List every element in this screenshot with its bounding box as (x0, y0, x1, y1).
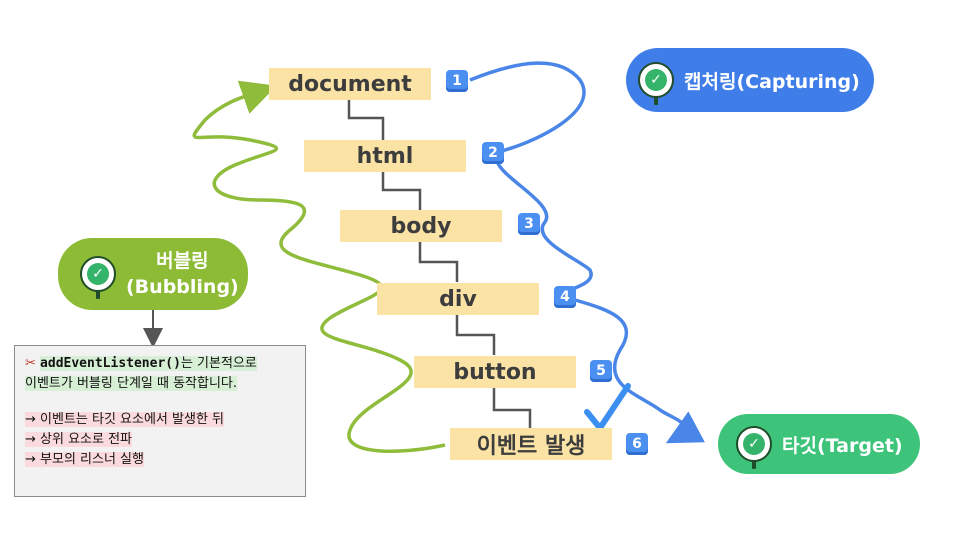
node-div: div (377, 283, 539, 315)
step-badge-2: 2 (482, 142, 504, 164)
step-badge-1: 1 (446, 70, 468, 92)
step-badge-5: 5 (590, 360, 612, 382)
note-line1: 는 기본적으로 (180, 356, 257, 371)
bubbling-text-line2: (Bubbling) (126, 276, 239, 298)
target-label: ✓ 타깃(Target) (718, 414, 920, 474)
node-body: body (340, 210, 502, 242)
bubbling-text-line1: 버블링 (156, 250, 209, 272)
node-html: html (304, 140, 466, 172)
node-document: document (269, 68, 431, 100)
note-bullet-2: → 상위 요소로 전파 (25, 432, 133, 447)
step-badge-4: 4 (554, 286, 576, 308)
bubbling-label: ✓ 버블링 (Bubbling) (58, 238, 248, 310)
step-badge-3: 3 (518, 213, 540, 235)
check-mark-icon (584, 383, 631, 431)
node-button: button (414, 356, 576, 388)
check-badge-icon: ✓ (80, 256, 116, 299)
explanation-note: ✂ addEventListener()는 기본적으로 이벤트가 버블링 단계일… (14, 345, 306, 497)
step-badge-6: 6 (626, 433, 648, 455)
scissors-icon: ✂ (25, 356, 36, 371)
node-event-trigger: 이벤트 발생 (450, 428, 612, 460)
check-badge-icon: ✓ (736, 426, 772, 469)
target-text: 타깃(Target) (782, 434, 903, 457)
capturing-text: 캡처링(Capturing) (684, 70, 860, 93)
note-line2: 이벤트가 버블링 단계일 때 동작합니다. (25, 376, 238, 391)
tree-connector (347, 98, 532, 428)
note-code: addEventListener() (40, 356, 181, 371)
note-bullet-1: → 이벤트는 타깃 요소에서 발생한 뒤 (25, 412, 224, 427)
check-badge-icon: ✓ (638, 62, 674, 105)
note-bullet-3: → 부모의 리스너 실행 (25, 452, 144, 467)
capturing-label: ✓ 캡처링(Capturing) (626, 48, 874, 112)
bubbling-path (192, 80, 446, 453)
